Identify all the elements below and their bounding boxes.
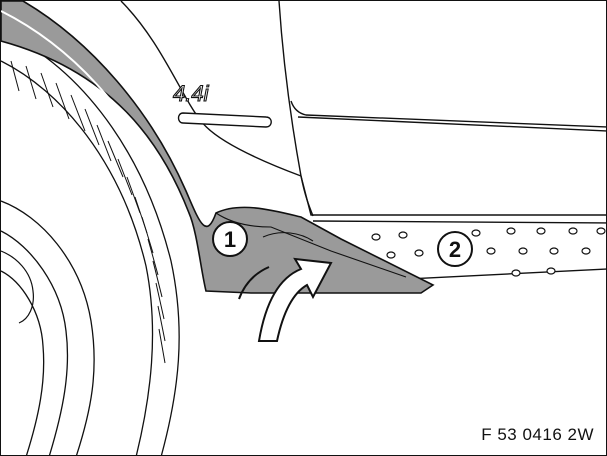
tyre-tread xyxy=(10,60,166,364)
wheel-arch-trim xyxy=(1,1,435,294)
callout-1-label: 1 xyxy=(224,227,236,252)
trim-clip-recess xyxy=(262,232,314,242)
wheel-rim xyxy=(1,250,34,324)
figure-code: F 53 0416 2W xyxy=(481,425,594,444)
callout-2-label: 2 xyxy=(449,237,461,262)
rocker-clip-holes xyxy=(371,227,606,277)
model-badge: 4.4i xyxy=(173,81,210,106)
tyre xyxy=(1,30,180,455)
callout-1: 1 xyxy=(212,221,248,257)
side-trim-strip xyxy=(177,112,272,128)
car-body-lines xyxy=(120,1,606,284)
trim-inner-edge xyxy=(215,212,407,278)
trim-highlight xyxy=(1,10,187,252)
callout-2: 2 xyxy=(437,231,473,267)
curved-arrow-icon xyxy=(238,257,333,342)
